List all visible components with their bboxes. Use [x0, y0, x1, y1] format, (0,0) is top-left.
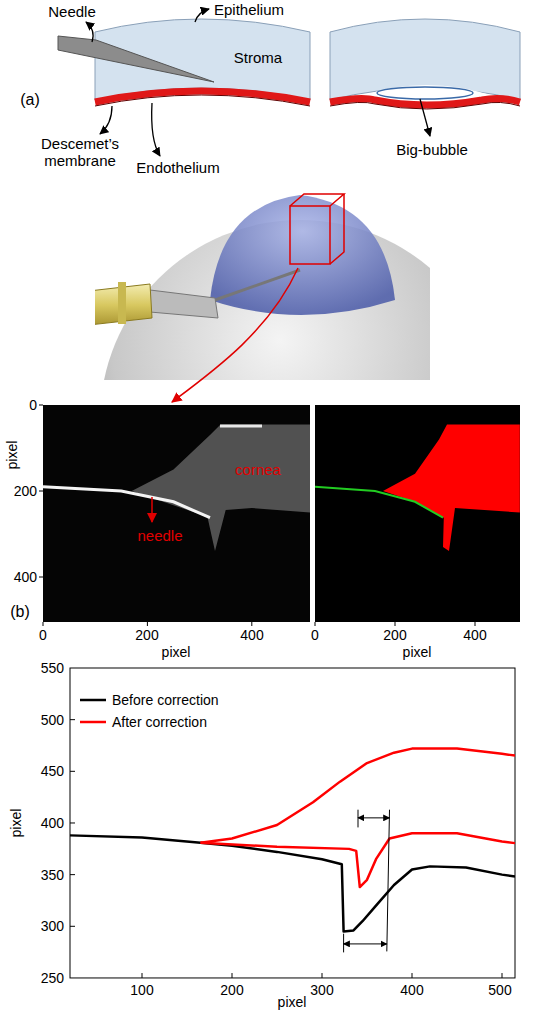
tick-label: 400: [240, 627, 263, 643]
tick-label: 500: [488, 982, 511, 998]
legend-label: After correction: [112, 714, 207, 730]
tick-label: 200: [220, 982, 243, 998]
cornea-bubble-section: [330, 19, 520, 109]
tick-label: 100: [130, 982, 153, 998]
tick-label: 250: [41, 970, 64, 986]
leader-lines: [86, 9, 430, 156]
part-label: Needle: [48, 3, 96, 20]
part-label: Descemet’s membrane: [30, 135, 130, 170]
axis-label: pixel: [278, 994, 307, 1010]
oct-image: [43, 405, 310, 622]
axis-label: pixel: [8, 809, 24, 838]
panel-label: (a): [20, 91, 40, 109]
tick-label: 450: [41, 763, 64, 779]
tick-label: 300: [41, 918, 64, 934]
axis-label: pixel: [403, 644, 432, 660]
callout-label: needle: [137, 527, 182, 544]
part-label: Endothelium: [136, 159, 219, 176]
tick-label: 200: [14, 483, 37, 499]
part-label: Epithelium: [214, 1, 284, 18]
legend-samples: [80, 700, 106, 722]
tick-label: 0: [39, 627, 47, 643]
part-label: Big-bubble: [396, 141, 468, 158]
axis-label: pixel: [4, 441, 20, 470]
tick-label: 0: [29, 397, 37, 413]
tick-label: 350: [41, 867, 64, 883]
tick-label: 400: [463, 627, 486, 643]
tick-label: 200: [135, 627, 158, 643]
tick-label: 200: [383, 627, 406, 643]
tick-label: 400: [41, 815, 64, 831]
line-chart: [70, 668, 515, 978]
tick-label: 400: [400, 982, 423, 998]
tick-label: 500: [41, 712, 64, 728]
tick-label: 400: [14, 569, 37, 585]
tick-label: 300: [310, 982, 333, 998]
callout-label: cornea: [235, 461, 281, 478]
tick-label: 0: [311, 627, 319, 643]
tick-label: 550: [41, 660, 64, 676]
cornea-section: [58, 19, 310, 106]
eye-illustration: [95, 195, 430, 380]
panel-label: (b): [10, 603, 30, 621]
zoom-box: [172, 194, 344, 402]
part-label: Stroma: [234, 49, 282, 66]
image-ticks: [39, 405, 475, 626]
axis-label: pixel: [162, 644, 191, 660]
segmentation-image: [315, 405, 520, 622]
legend-label: Before correction: [112, 692, 219, 708]
